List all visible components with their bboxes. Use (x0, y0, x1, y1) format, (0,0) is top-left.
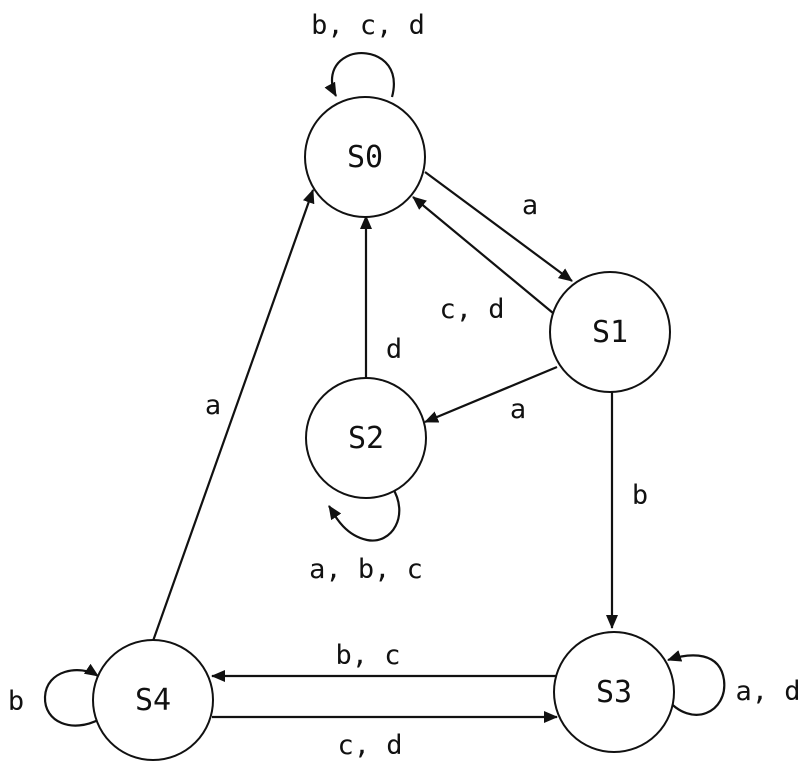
loop-s2 (328, 486, 401, 542)
label-s1-s2: a (510, 394, 526, 425)
state-s3-label: S3 (596, 675, 632, 710)
state-s2-label: S2 (348, 421, 384, 456)
state-s4-circle (92, 639, 214, 761)
state-s4-label: S4 (135, 683, 171, 718)
label-s4-s0: a (205, 390, 221, 421)
state-s0-circle (304, 96, 426, 218)
edge-s0-s1 (424, 171, 573, 282)
label-s2-loop: a, b, c (309, 554, 423, 585)
state-s1-circle (549, 271, 671, 393)
loop-s4 (43, 663, 101, 727)
loop-s3 (665, 650, 726, 716)
state-s0-label: S0 (347, 140, 383, 175)
state-s3-circle (553, 631, 675, 753)
loop-s0 (324, 52, 395, 98)
label-s1-s0: c, d (439, 294, 504, 325)
label-s1-s3: b (632, 480, 648, 511)
label-s0-loop: b, c, d (311, 10, 425, 41)
edge-s4-s0 (151, 189, 315, 642)
label-s0-s1: a (522, 190, 538, 221)
state-s2-circle (305, 377, 427, 499)
label-s2-s0: d (386, 334, 402, 365)
state-s1-label: S1 (592, 315, 628, 350)
label-s3-s4: b, c (335, 640, 400, 671)
edge-s1-s0 (412, 196, 554, 314)
label-s3-loop: a, d (735, 676, 800, 707)
edge-s1-s2 (424, 365, 558, 424)
label-s4-loop: b (8, 686, 24, 717)
label-s4-s3: c, d (337, 730, 402, 761)
